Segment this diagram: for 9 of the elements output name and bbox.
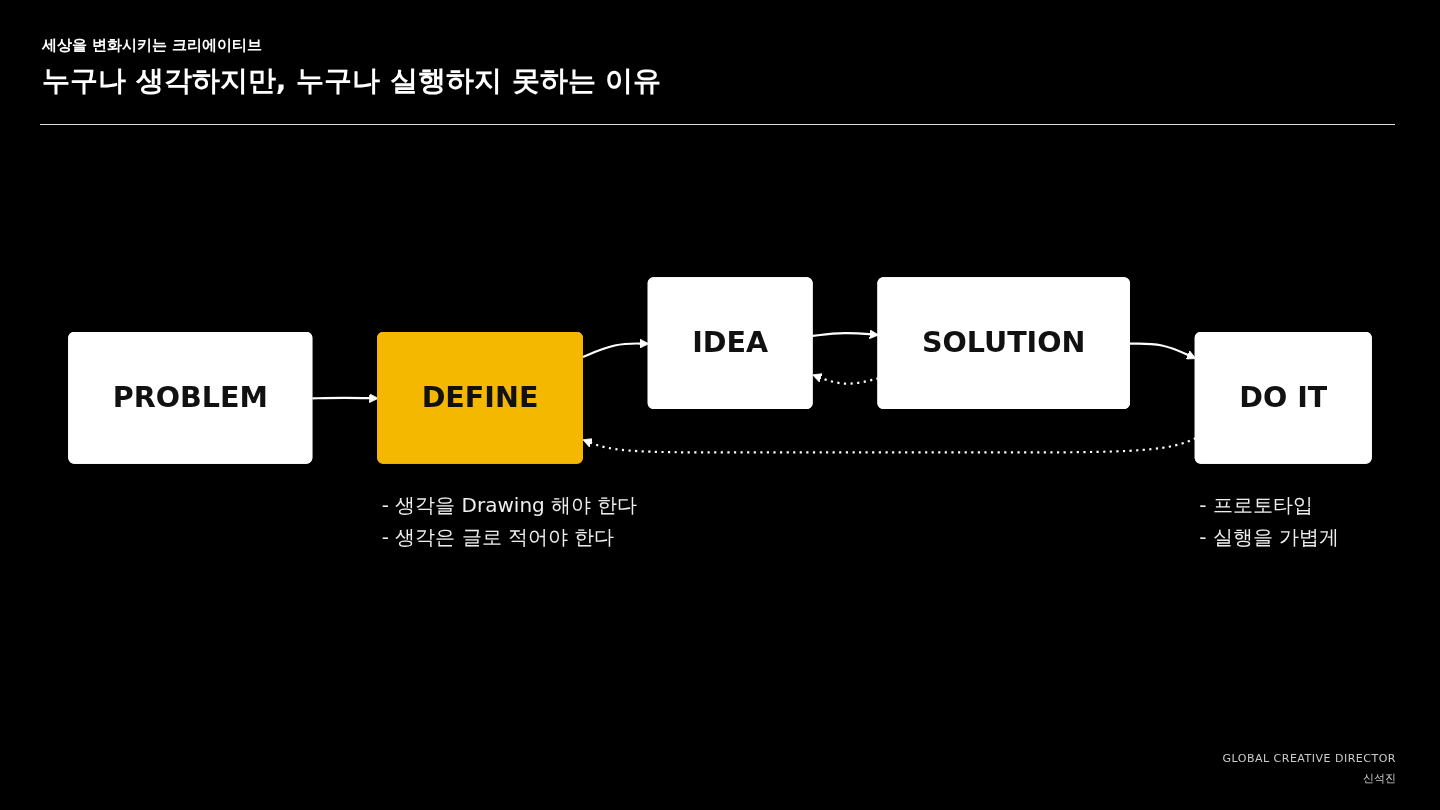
note-text: - 생각을 Drawing 해야 한다	[381, 491, 638, 519]
subtitle: 세상을 변화시키는 크리에이티브	[42, 36, 263, 55]
note-text: - 실행을 가볍게	[1199, 523, 1340, 551]
author-name: 신석진	[1363, 771, 1396, 786]
title: 누구나 생각하지만, 누구나 실행하지 못하는 이유	[42, 63, 662, 99]
note-text: - 생각은 글로 적어야 한다	[381, 523, 616, 551]
note-text: - 프로토타입	[1199, 491, 1314, 519]
arrow	[812, 372, 879, 385]
role-text: GLOBAL CREATIVE DIRECTOR	[1222, 752, 1396, 765]
